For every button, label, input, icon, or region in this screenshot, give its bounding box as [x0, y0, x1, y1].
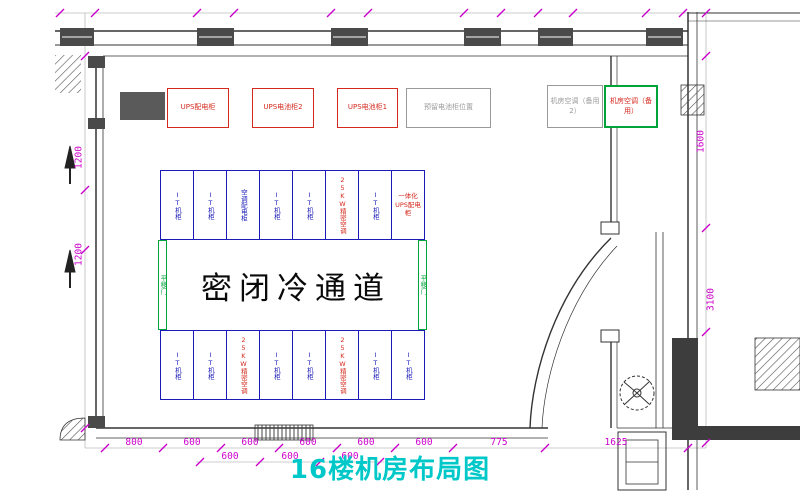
cabinet-cell: 一体化UPS配电柜 [391, 171, 424, 239]
cabinet-label: IT机柜 [371, 350, 380, 380]
dimension-label: 800 [125, 437, 143, 448]
cabinet-cell: 25KW精密空调 [226, 331, 259, 399]
tree-icon [619, 375, 655, 411]
cabinet-label: 空调配电柜 [239, 188, 248, 222]
dimension-label: 600 [221, 451, 239, 462]
equipment-label: UPS电池柜1 [347, 103, 388, 112]
cabinet-cell: IT机柜 [259, 331, 292, 399]
equipment-label: UPS电池柜2 [263, 103, 303, 112]
cabinet-cell: IT机柜 [292, 171, 325, 239]
cabinet-cell: 25KW精密空调 [325, 331, 358, 399]
cabinet-cell: 25KW精密空调 [325, 171, 358, 239]
sliding-door-left: 平移门 [158, 240, 167, 330]
drawing-title: 16楼机房布局图 [289, 455, 491, 485]
sliding-door-label: 平移门 [418, 275, 427, 295]
cabinet-label: IT机柜 [272, 350, 281, 380]
dimension-label: 1200 [73, 146, 85, 169]
door-curve [529, 221, 620, 429]
dimension-label: 600 [341, 451, 359, 462]
dimension-label: 1625 [604, 437, 628, 448]
cabinet-label: 25KW精密空调 [338, 336, 347, 394]
cabinet-cell: IT机柜 [292, 331, 325, 399]
cabinet-label: IT机柜 [206, 350, 215, 380]
cold-aisle-label: 密闭冷通道 [201, 270, 391, 307]
bottom-right-walls [59, 337, 800, 491]
dimension-label: 600 [299, 437, 317, 448]
equipment-box-reserved-battery: 预留电池柜位置 [406, 88, 491, 128]
dimension-label: 600 [183, 437, 201, 448]
sliding-door-label: 平移门 [158, 275, 167, 295]
cabinet-cell: IT机柜 [161, 171, 193, 239]
dimension-label: 1600 [695, 130, 707, 153]
equipment-box-ups-distribution: UPS配电柜 [167, 88, 229, 128]
cabinet-label: 25KW精密空调 [338, 176, 347, 234]
cabinet-row-bottom: IT机柜 IT机柜 25KW精密空调 IT机柜 IT机柜 25KW精密空调 IT… [160, 330, 425, 400]
cabinet-cell: IT机柜 [358, 331, 391, 399]
dimension-ticks [55, 8, 711, 467]
dimension-label: 600 [281, 451, 299, 462]
cabinet-label: IT机柜 [371, 190, 380, 220]
wall-columns [55, 55, 705, 428]
dimension-label: 1200 [73, 243, 85, 266]
equipment-box-ups-battery-2: UPS电池柜2 [252, 88, 314, 128]
cabinet-cell: IT机柜 [193, 331, 226, 399]
equipment-label: 机房空调（备用） [610, 97, 652, 115]
cabinet-label: IT机柜 [173, 350, 182, 380]
sliding-door-right: 平移门 [418, 240, 427, 330]
level-arrow-icon [64, 145, 76, 288]
equipment-box-ac-backup: 机房空调（备用） [604, 85, 658, 128]
vent-grille-icon [254, 424, 314, 441]
dimension-label: 3100 [705, 288, 717, 311]
cabinet-label: IT机柜 [404, 350, 413, 380]
cabinet-label: 一体化UPS配电柜 [395, 192, 421, 218]
dimension-label: 600 [415, 437, 433, 448]
dimension-lines [55, 12, 707, 463]
cabinet-label: IT机柜 [305, 350, 314, 380]
cabinet-label: 25KW精密空调 [239, 336, 248, 394]
equipment-label: UPS配电柜 [180, 103, 216, 112]
cold-aisle: 密闭冷通道 [160, 240, 425, 330]
dimension-label: 775 [490, 437, 508, 448]
equipment-label: 预留电池柜位置 [424, 103, 473, 112]
cabinet-row-top: IT机柜 IT机柜 空调配电柜 IT机柜 IT机柜 25KW精密空调 IT机柜 … [160, 170, 425, 240]
cabinet-label: IT机柜 [173, 190, 182, 220]
equipment-box-ups-battery-1: UPS电池柜1 [337, 88, 398, 128]
cabinet-cell: IT机柜 [259, 171, 292, 239]
equipment-box-ac-backup-2: 机房空调（备用2） [547, 85, 603, 128]
cabinet-label: IT机柜 [272, 190, 281, 220]
dimension-label: 600 [241, 437, 259, 448]
cabinet-cell: 空调配电柜 [226, 171, 259, 239]
cabinet-label: IT机柜 [206, 190, 215, 220]
cabinet-cell: IT机柜 [161, 331, 193, 399]
cabinet-cell: IT机柜 [391, 331, 424, 399]
window-blocks [60, 28, 683, 46]
dimension-label: 600 [357, 437, 375, 448]
cabinet-cell: IT机柜 [358, 171, 391, 239]
cabinet-label: IT机柜 [305, 190, 314, 220]
cabinet-cell: IT机柜 [193, 171, 226, 239]
equipment-label: 机房空调（备用2） [550, 97, 600, 115]
